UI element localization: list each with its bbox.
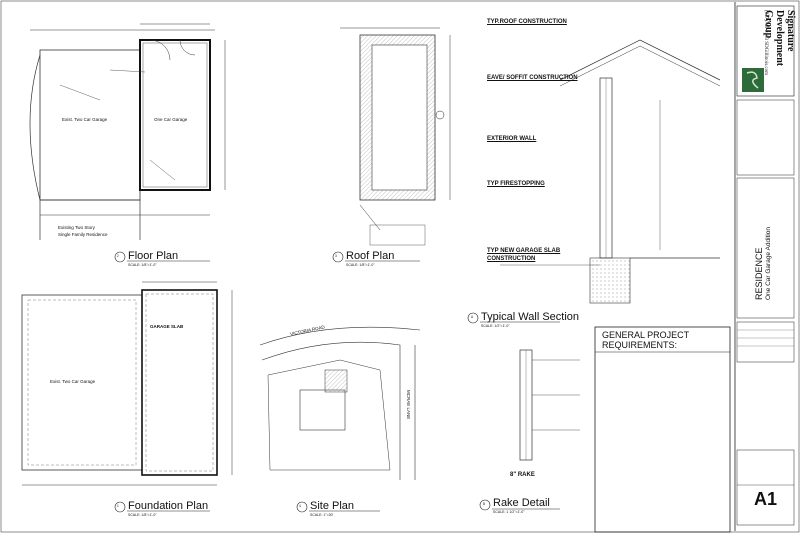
- lane-label: MCRAE LANE: [406, 390, 411, 420]
- general-heading-line1: GENERAL PROJECT: [602, 330, 690, 340]
- roof-plan-title: Roof Plan: [346, 250, 395, 262]
- roof-plan-drawing: [332, 27, 451, 263]
- rake-detail-scale: SCALE: 1 1/2"=1'-0": [493, 510, 525, 514]
- floor-plan-number: 2: [117, 254, 119, 258]
- rake-detail-number: B: [483, 502, 486, 506]
- sheet-number: A1: [754, 489, 778, 509]
- floor-plan-scale: SCALE: 1/8"=1'-0": [128, 263, 157, 267]
- foundation-plan-scale: SCALE: 1/8"=1'-0": [128, 513, 157, 517]
- foundation-existing-garage-label: Exist. Two Car Garage: [50, 379, 96, 384]
- roof-plan-scale: SCALE: 1/8"=1'-0": [346, 263, 375, 267]
- wall-section-number: A: [471, 315, 474, 319]
- company-logo: [742, 68, 764, 92]
- garage-slab-label: GARAGE SLAB: [150, 324, 184, 329]
- site-plan-number: 4: [299, 504, 301, 508]
- roof-construction-heading: TYP.ROOF CONSTRUCTION: [487, 19, 567, 25]
- floor-plan-title: Floor Plan: [128, 250, 179, 262]
- wall-section-scale: SCALE: 1/2"=1'-0": [481, 324, 510, 328]
- wall-section-drawing: [467, 39, 721, 324]
- site-plan-scale: SCALE: 1"=30': [310, 513, 334, 517]
- rake-size-label: 8" RAKE: [510, 472, 535, 478]
- rake-detail-title: Rake Detail: [493, 497, 550, 509]
- exterior-wall-heading: EXTERIOR WALL: [487, 136, 537, 142]
- project-subtitle: One Car Garage Addition: [765, 227, 772, 300]
- wall-section-title: Typical Wall Section: [481, 311, 580, 323]
- slab-heading-line1: TYP NEW GARAGE SLAB: [487, 248, 561, 254]
- eave-construction-heading: EAVE/ SOFFIT CONSTRUCTION: [487, 75, 578, 81]
- company-name-line1: Signature: [785, 10, 796, 52]
- foundation-plan-title: Foundation Plan: [128, 500, 209, 512]
- firestopping-heading: TYP FIRESTOPPING: [487, 181, 545, 187]
- residence-line2: Single Family Residence: [58, 232, 108, 237]
- roof-plan-number: 3: [335, 254, 337, 258]
- foundation-plan-drawing: [21, 281, 233, 513]
- site-plan-title: Site Plan: [310, 500, 355, 512]
- floor-plan-drawing: [29, 23, 226, 263]
- existing-garage-label: Exist. Two Car Garage: [62, 117, 108, 122]
- company-name-line2: Development: [774, 10, 785, 67]
- residence-line1: Existing Two Story: [58, 225, 95, 230]
- title-block-lines: [734, 2, 795, 531]
- foundation-plan-number: 1: [117, 504, 119, 508]
- site-plan-drawing: [259, 326, 421, 513]
- company-contact: (847)740-2103 SDGillinois.com: [763, 10, 768, 75]
- slab-heading-line2: CONSTRUCTION: [487, 256, 536, 262]
- project-title: RESIDENCE: [754, 247, 764, 300]
- general-heading-line2: REQUIREMENTS:: [602, 340, 678, 350]
- new-garage-label: One Car Garage: [154, 117, 188, 122]
- rake-detail-drawing: [479, 349, 580, 511]
